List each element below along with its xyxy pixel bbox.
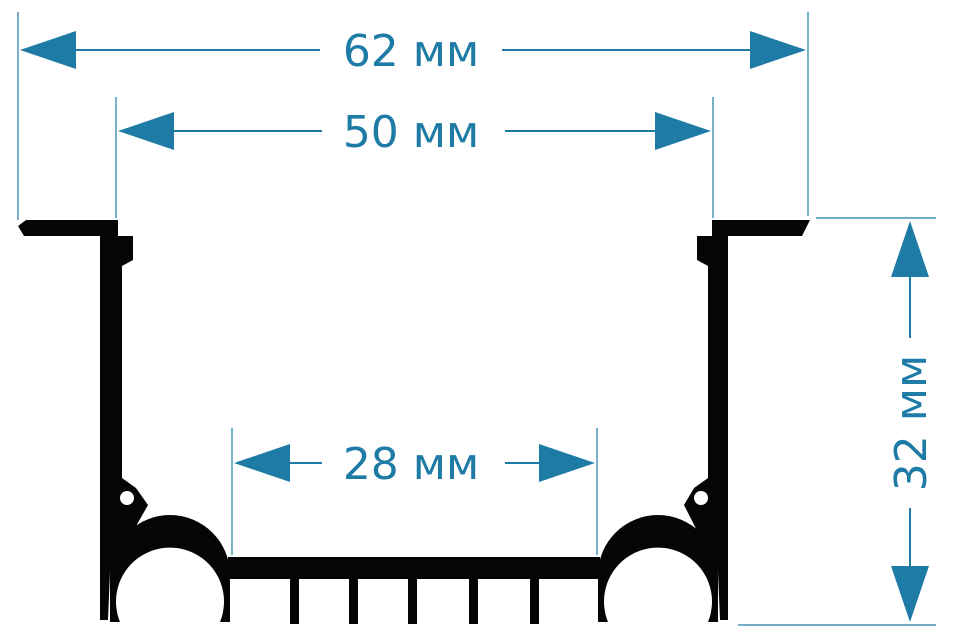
- height-label: 32 мм: [886, 355, 937, 491]
- fin: [469, 579, 478, 624]
- base-width-label: 28 мм: [343, 439, 479, 490]
- fin: [408, 579, 417, 624]
- fin: [530, 579, 539, 624]
- heat-sink-fins: [290, 579, 539, 624]
- right-screw-hole: [694, 491, 708, 505]
- arrow-left: [234, 444, 290, 482]
- arrow-right: [750, 31, 806, 69]
- left-screw-hole: [120, 491, 134, 505]
- arrow-right: [539, 444, 595, 482]
- arrow-right: [655, 112, 711, 150]
- fin: [349, 579, 358, 624]
- dimension-base-width: 28 мм: [234, 439, 595, 490]
- aluminum-profile: [18, 220, 810, 624]
- outer-width-label: 62 мм: [343, 26, 479, 77]
- arrow-up: [891, 221, 929, 277]
- base-plate: [228, 557, 600, 579]
- right-channel: [598, 515, 718, 622]
- dimension-height: 32 мм: [886, 221, 937, 622]
- arrow-left: [118, 112, 174, 150]
- inner-width-label: 50 мм: [343, 107, 479, 158]
- arrow-down: [891, 566, 929, 622]
- extension-lines: [17, 12, 936, 626]
- left-flange-wall: [18, 220, 148, 620]
- dimension-outer-width: 62 мм: [20, 26, 806, 77]
- fin: [290, 579, 299, 624]
- arrow-left: [20, 31, 76, 69]
- right-flange-wall: [684, 220, 810, 620]
- left-channel: [110, 515, 230, 622]
- dimension-inner-width: 50 мм: [118, 107, 711, 158]
